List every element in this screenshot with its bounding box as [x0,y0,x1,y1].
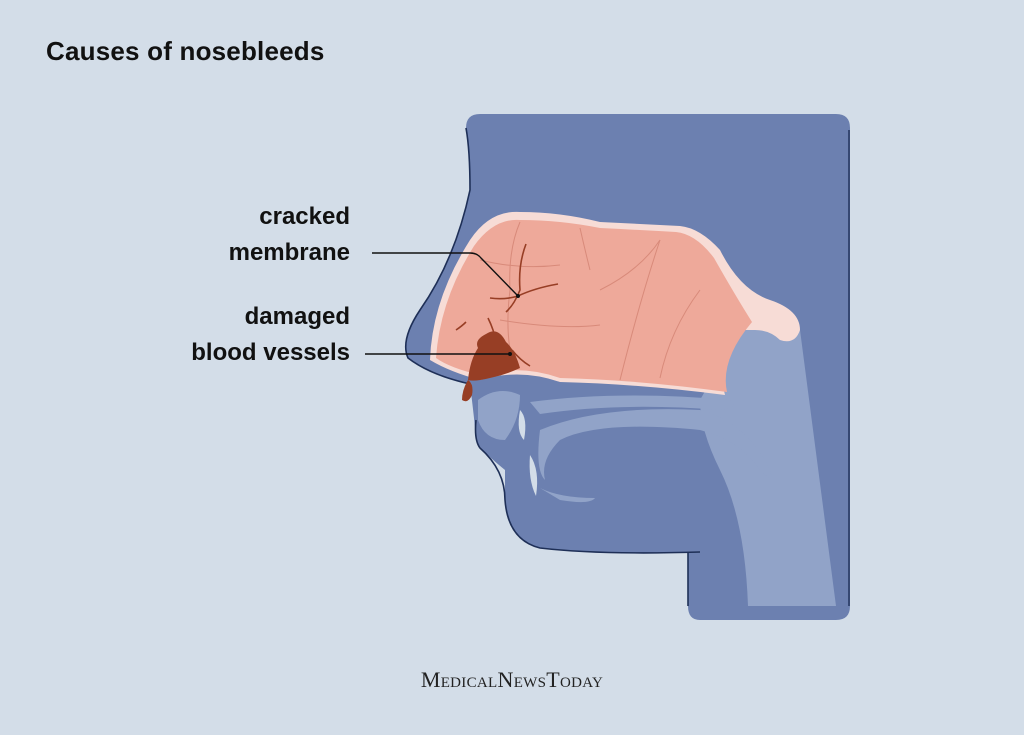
page-title: Causes of nosebleeds [46,36,325,66]
brand-text: N [497,667,514,692]
brand-text: ODAY [560,675,604,691]
label-line: cracked [259,203,350,230]
label-damaged-blood-vessels: damaged blood vessels [191,299,350,371]
brand-text: EDICAL [440,675,498,691]
blood-pool [468,331,520,381]
leader-cracked-membrane [372,252,519,297]
brand-text: T [546,667,561,692]
label-line: damaged [244,303,350,330]
nasal-membrane [436,219,752,392]
label-line: membrane [228,239,350,266]
brand-text: EWS [513,675,547,691]
brand-logo: MEDICALNEWSTODAY [0,667,1024,693]
label-line: blood vessels [191,339,350,366]
brand-text: M [420,667,441,692]
blood-drip [462,380,473,402]
label-cracked-membrane: cracked membrane [229,199,350,271]
